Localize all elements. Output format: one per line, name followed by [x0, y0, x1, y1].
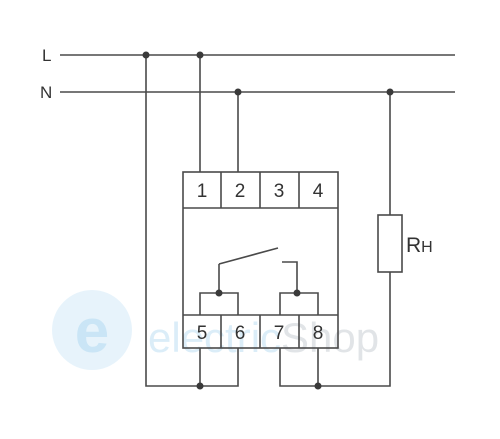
watermark-logo-circle — [52, 290, 132, 370]
watermark-logo-letter: e — [75, 297, 109, 366]
contact-switch-blade — [218, 247, 279, 265]
line-label-l: L — [42, 46, 51, 65]
terminal-label-7: 7 — [274, 323, 285, 344]
junction-dot — [314, 382, 322, 390]
junction-dot — [293, 289, 301, 297]
wire-resistor-to-t8 — [317, 272, 391, 387]
contact-7-8-bridge — [279, 292, 319, 315]
terminal-label-1: 1 — [197, 181, 208, 202]
junction-dot — [142, 51, 150, 59]
watermark-text-part1: electric — [148, 314, 281, 361]
junction-dot — [386, 88, 394, 96]
terminal-label-8: 8 — [313, 323, 324, 344]
wire-t5-t6-bridge — [200, 348, 239, 387]
terminal-label-3: 3 — [274, 181, 285, 202]
terminal-label-5: 5 — [197, 323, 208, 344]
wires — [60, 54, 455, 387]
resistor-rh — [377, 214, 403, 273]
resistor-label-sub: H — [421, 239, 433, 256]
terminal-label-2: 2 — [235, 181, 246, 202]
line-label-n: N — [40, 83, 52, 102]
wire-l-to-t5 — [145, 55, 201, 387]
junction-dot — [196, 51, 204, 59]
junction-dot — [196, 382, 204, 390]
watermark: e electricShop — [52, 290, 379, 370]
junction-dot — [215, 289, 223, 297]
terminal-label-4: 4 — [313, 181, 324, 202]
contact-fixed-arm — [282, 261, 298, 293]
junction-dots — [142, 51, 394, 390]
watermark-text: electricShop — [148, 314, 379, 361]
wire-t7-t8-bridge — [279, 348, 318, 387]
junction-dot — [234, 88, 242, 96]
watermark-text-part2: Shop — [281, 314, 379, 361]
terminal-label-6: 6 — [235, 323, 246, 344]
resistor-label-main: R — [406, 234, 421, 257]
resistor-label: RH — [406, 234, 433, 257]
